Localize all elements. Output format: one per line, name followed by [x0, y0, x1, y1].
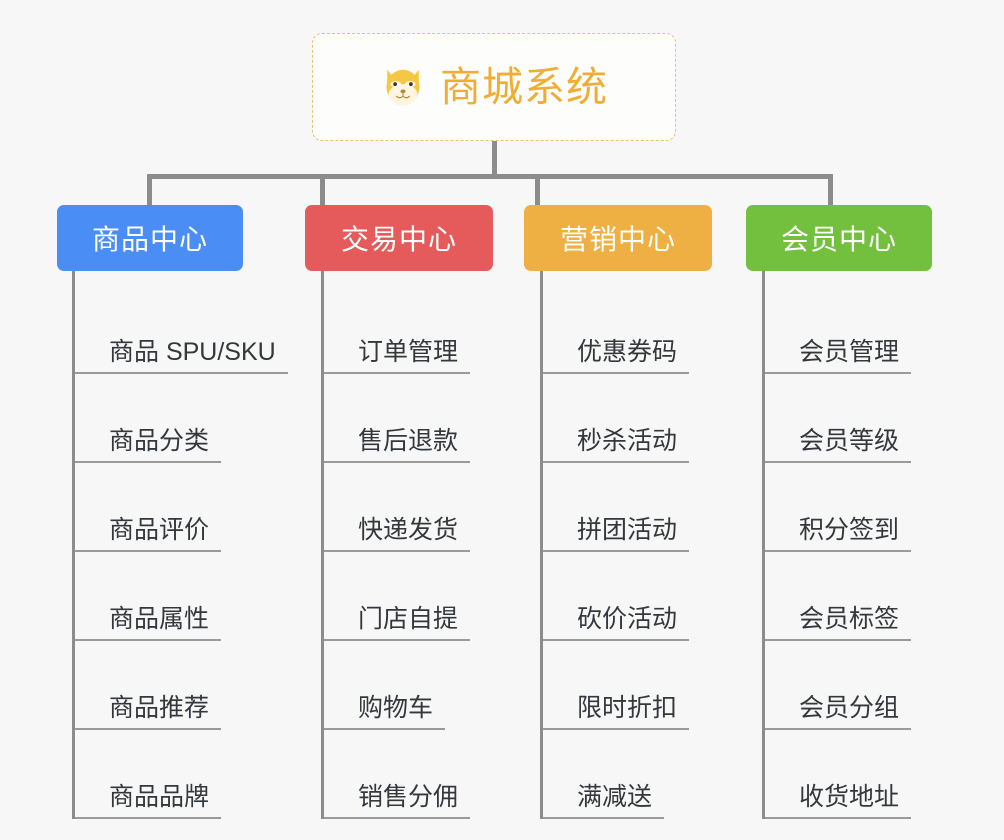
category-header-营销中心[interactable]: 营销中心 — [524, 205, 712, 271]
list-item[interactable]: 会员管理 — [765, 285, 976, 374]
list-item-label: 积分签到 — [799, 515, 900, 544]
connector-drop-4 — [828, 174, 833, 207]
shiba-dog-icon — [386, 69, 420, 106]
list-item[interactable]: 购物车 — [324, 641, 535, 730]
list-item-underline — [324, 728, 445, 730]
list-item-label: 会员等级 — [799, 426, 900, 455]
list-item-label: 商品分类 — [109, 426, 210, 455]
list-item[interactable]: 商品品牌 — [75, 730, 307, 819]
list-item-label: 会员标签 — [799, 604, 900, 633]
category-header-交易中心[interactable]: 交易中心 — [305, 205, 493, 271]
list-item-underline — [324, 817, 470, 819]
list-item-underline — [765, 639, 911, 641]
list-item-underline — [324, 372, 470, 374]
branch-column-3: 营销中心 优惠券码 秒杀活动 拼团活动 砍价活动 限时折扣 满减送 — [524, 205, 754, 819]
list-item[interactable]: 商品分类 — [75, 374, 307, 463]
category-label: 交易中心 — [340, 224, 457, 255]
list-item-label: 售后退款 — [358, 426, 459, 455]
list-item-underline — [324, 550, 470, 552]
list-item-underline — [543, 550, 689, 552]
list-item-underline — [75, 817, 221, 819]
list-item-label: 会员管理 — [799, 337, 900, 366]
branch-column-2: 交易中心 订单管理 售后退款 快递发货 门店自提 购物车 销售分佣 — [305, 205, 535, 819]
list-item-underline — [765, 550, 911, 552]
leaf-list-2: 订单管理 售后退款 快递发货 门店自提 购物车 销售分佣 — [321, 271, 535, 819]
connector-horizontal-bus — [147, 174, 833, 179]
list-item-underline — [543, 372, 689, 374]
list-item-underline — [75, 372, 288, 374]
list-item-underline — [324, 639, 470, 641]
list-item-underline — [75, 550, 221, 552]
list-item-label: 秒杀活动 — [577, 426, 678, 455]
connector-drop-1 — [147, 174, 152, 207]
list-item-label: 销售分佣 — [358, 782, 459, 811]
list-item-label: 商品评价 — [109, 515, 210, 544]
list-item[interactable]: 售后退款 — [324, 374, 535, 463]
list-item[interactable]: 限时折扣 — [543, 641, 754, 730]
list-item[interactable]: 收货地址 — [765, 730, 976, 819]
leaf-list-1: 商品 SPU/SKU 商品分类 商品评价 商品属性 商品推荐 商品品牌 — [72, 271, 307, 819]
list-item[interactable]: 满减送 — [543, 730, 754, 819]
list-item-label: 购物车 — [358, 693, 434, 722]
list-item[interactable]: 优惠券码 — [543, 285, 754, 374]
list-item-underline — [765, 728, 911, 730]
list-item-label: 门店自提 — [358, 604, 459, 633]
list-item[interactable]: 订单管理 — [324, 285, 535, 374]
leaf-list-3: 优惠券码 秒杀活动 拼团活动 砍价活动 限时折扣 满减送 — [540, 271, 754, 819]
root-node[interactable]: 商城系统 — [312, 33, 676, 141]
list-item[interactable]: 拼团活动 — [543, 463, 754, 552]
list-item[interactable]: 门店自提 — [324, 552, 535, 641]
list-item-underline — [75, 728, 221, 730]
root-title: 商城系统 — [440, 63, 608, 110]
category-label: 营销中心 — [559, 224, 676, 255]
connector-root-stem — [492, 141, 497, 178]
list-item-label: 商品属性 — [109, 604, 210, 633]
list-item-label: 会员分组 — [799, 693, 900, 722]
list-item-underline — [543, 461, 689, 463]
list-item-underline — [75, 639, 221, 641]
list-item-underline — [543, 817, 664, 819]
list-item[interactable]: 秒杀活动 — [543, 374, 754, 463]
list-item-label: 订单管理 — [358, 337, 459, 366]
list-item-underline — [75, 461, 221, 463]
list-item[interactable]: 会员标签 — [765, 552, 976, 641]
list-item[interactable]: 会员等级 — [765, 374, 976, 463]
list-item-label: 满减送 — [577, 782, 653, 811]
list-item-label: 商品 SPU/SKU — [109, 337, 276, 366]
list-item-underline — [765, 372, 911, 374]
category-header-会员中心[interactable]: 会员中心 — [746, 205, 932, 271]
list-item[interactable]: 商品评价 — [75, 463, 307, 552]
list-item[interactable]: 会员分组 — [765, 641, 976, 730]
list-item-underline — [543, 639, 689, 641]
list-item-underline — [543, 728, 689, 730]
list-item-underline — [324, 461, 470, 463]
category-header-商品中心[interactable]: 商品中心 — [57, 205, 243, 271]
list-item-label: 砍价活动 — [577, 604, 678, 633]
connector-drop-3 — [535, 174, 540, 207]
category-label: 商品中心 — [91, 224, 208, 255]
category-label: 会员中心 — [780, 224, 897, 255]
branch-column-1: 商品中心 商品 SPU/SKU 商品分类 商品评价 商品属性 商品推荐 商品品牌 — [57, 205, 307, 819]
list-item[interactable]: 商品 SPU/SKU — [75, 285, 307, 374]
list-item-label: 商品推荐 — [109, 693, 210, 722]
list-item-label: 拼团活动 — [577, 515, 678, 544]
list-item[interactable]: 快递发货 — [324, 463, 535, 552]
list-item-label: 限时折扣 — [577, 693, 678, 722]
list-item-label: 优惠券码 — [577, 337, 678, 366]
list-item-underline — [765, 461, 911, 463]
connector-drop-2 — [320, 174, 325, 207]
list-item-label: 商品品牌 — [109, 782, 210, 811]
list-item-underline — [765, 817, 911, 819]
list-item[interactable]: 积分签到 — [765, 463, 976, 552]
leaf-list-4: 会员管理 会员等级 积分签到 会员标签 会员分组 收货地址 — [762, 271, 976, 819]
list-item-label: 快递发货 — [358, 515, 459, 544]
list-item[interactable]: 砍价活动 — [543, 552, 754, 641]
list-item[interactable]: 商品属性 — [75, 552, 307, 641]
list-item[interactable]: 商品推荐 — [75, 641, 307, 730]
list-item-label: 收货地址 — [799, 782, 900, 811]
branch-column-4: 会员中心 会员管理 会员等级 积分签到 会员标签 会员分组 收货地址 — [746, 205, 976, 819]
list-item[interactable]: 销售分佣 — [324, 730, 535, 819]
